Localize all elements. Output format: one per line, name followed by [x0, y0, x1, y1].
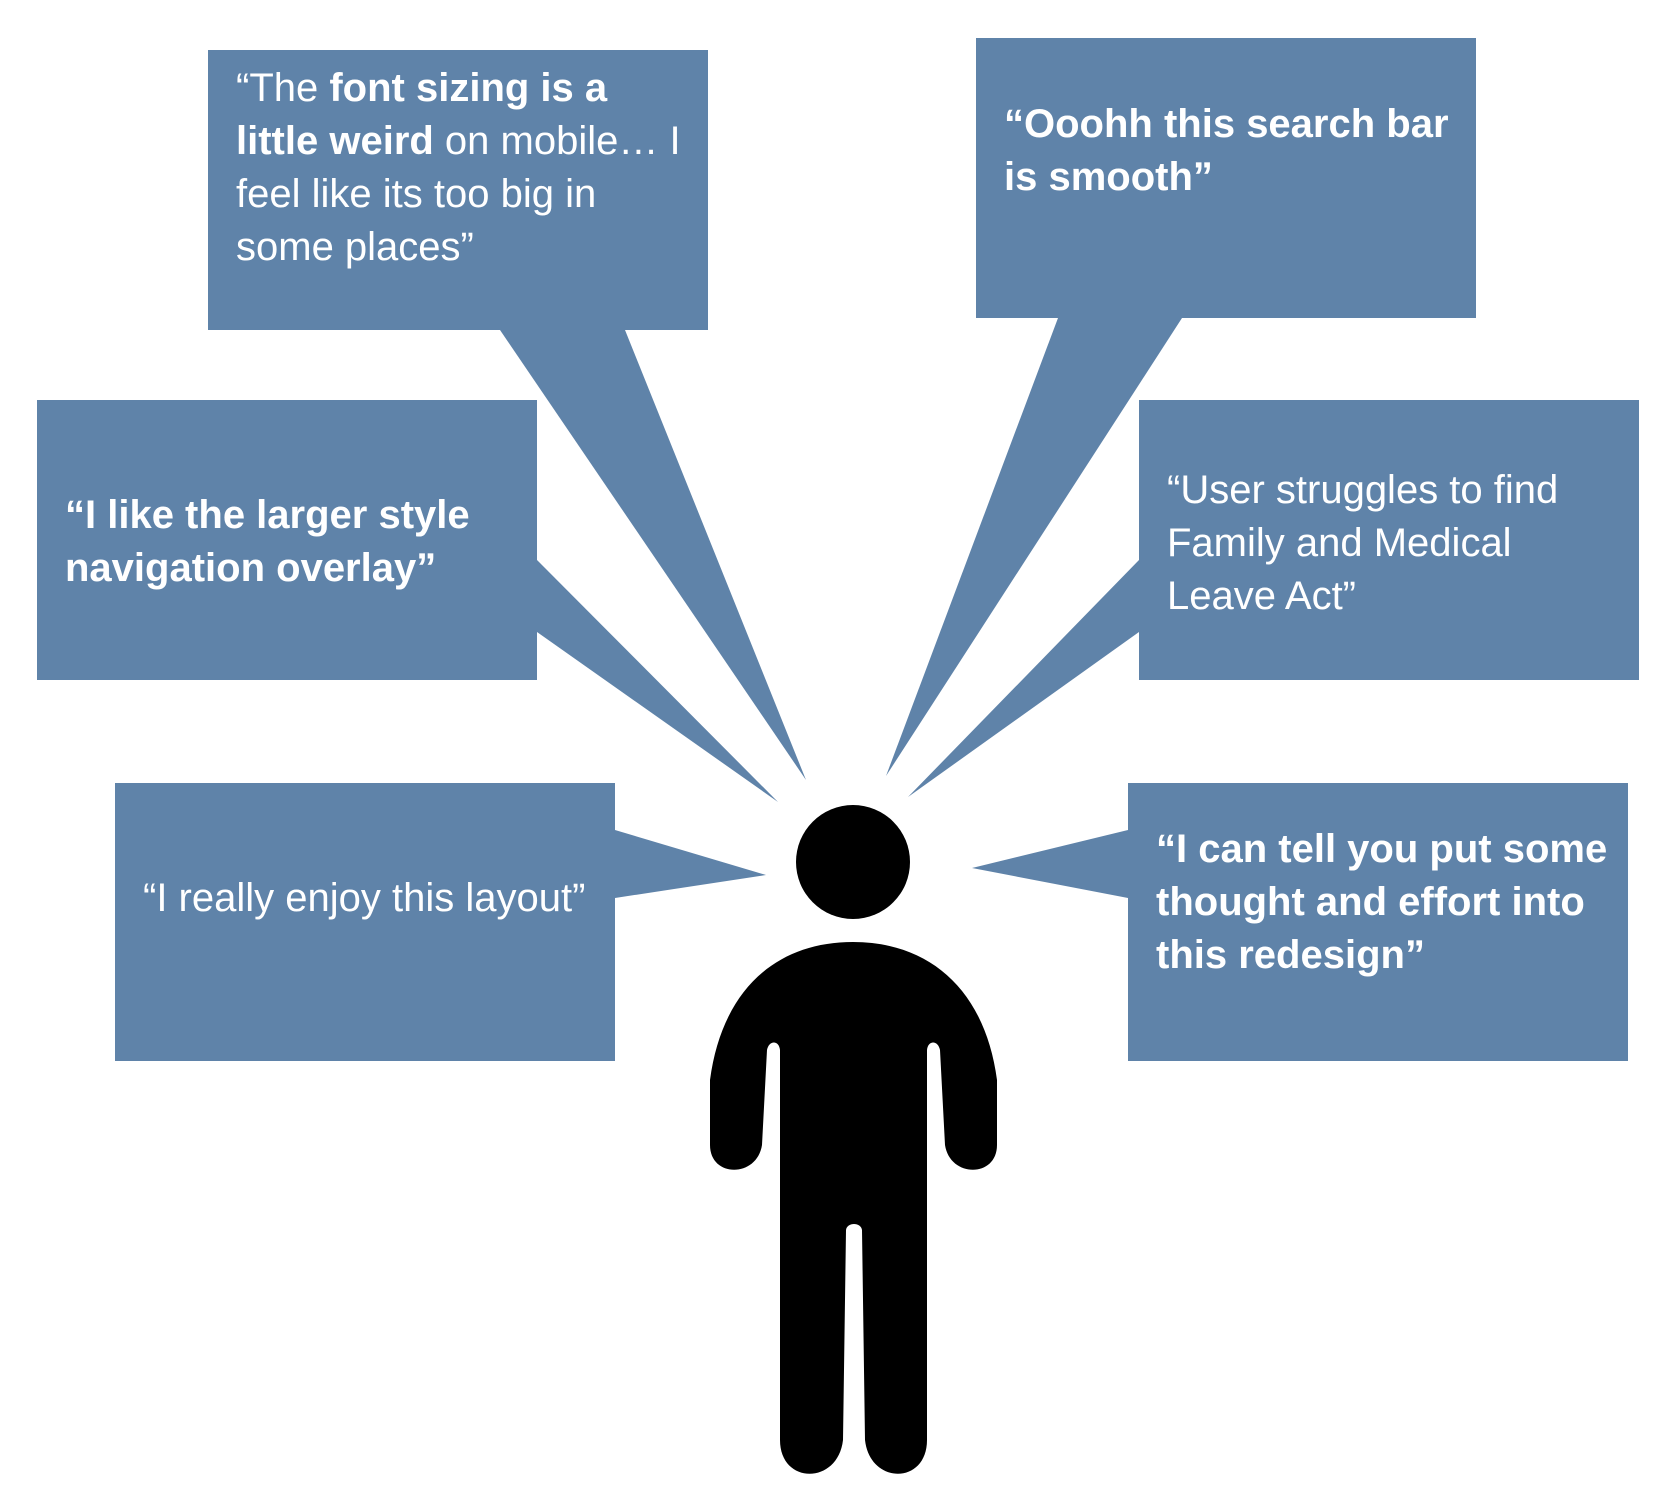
quote-top-left-rest: on mobile… I feel like its too big in so… [236, 119, 681, 269]
quote-bottom-right: “I can tell you put some thought and eff… [1156, 827, 1608, 977]
quote-top-right: “Ooohh this search bar is smooth” [1004, 102, 1449, 199]
bubble-mid-left-tail [537, 560, 778, 802]
quote-mid-left: “I like the larger style navigation over… [65, 493, 470, 590]
bubble-top-left-tail [500, 330, 806, 780]
quote-bottom-left: “I really enjoy this layout” [143, 876, 586, 920]
speech-bubble-shapes [37, 38, 1639, 1061]
bubble-top-right-tail [886, 318, 1182, 776]
bubble-top-right-box [976, 38, 1476, 318]
bubble-mid-right-tail [908, 560, 1139, 797]
bubble-bottom-left-box [115, 783, 615, 1061]
bubble-top-left-box [208, 50, 708, 330]
quote-top-left-emphasis: font sizing is a little weird [236, 66, 608, 163]
person-head [796, 805, 910, 919]
bubble-bottom-right-tail [972, 830, 1128, 898]
person-body [710, 942, 997, 1474]
bubble-bottom-right-box [1128, 783, 1628, 1061]
bubble-bottom-left-tail [615, 830, 766, 898]
quote-top-left: “The font sizing is a little weird on mo… [208, 50, 708, 330]
person-icon [710, 805, 997, 1474]
quote-mid-right: “User struggles to find Family and Medic… [1167, 468, 1559, 618]
bubble-mid-left-box [37, 400, 537, 680]
bubble-mid-right-box [1139, 400, 1639, 680]
quote-top-left-open: “The [236, 66, 330, 110]
